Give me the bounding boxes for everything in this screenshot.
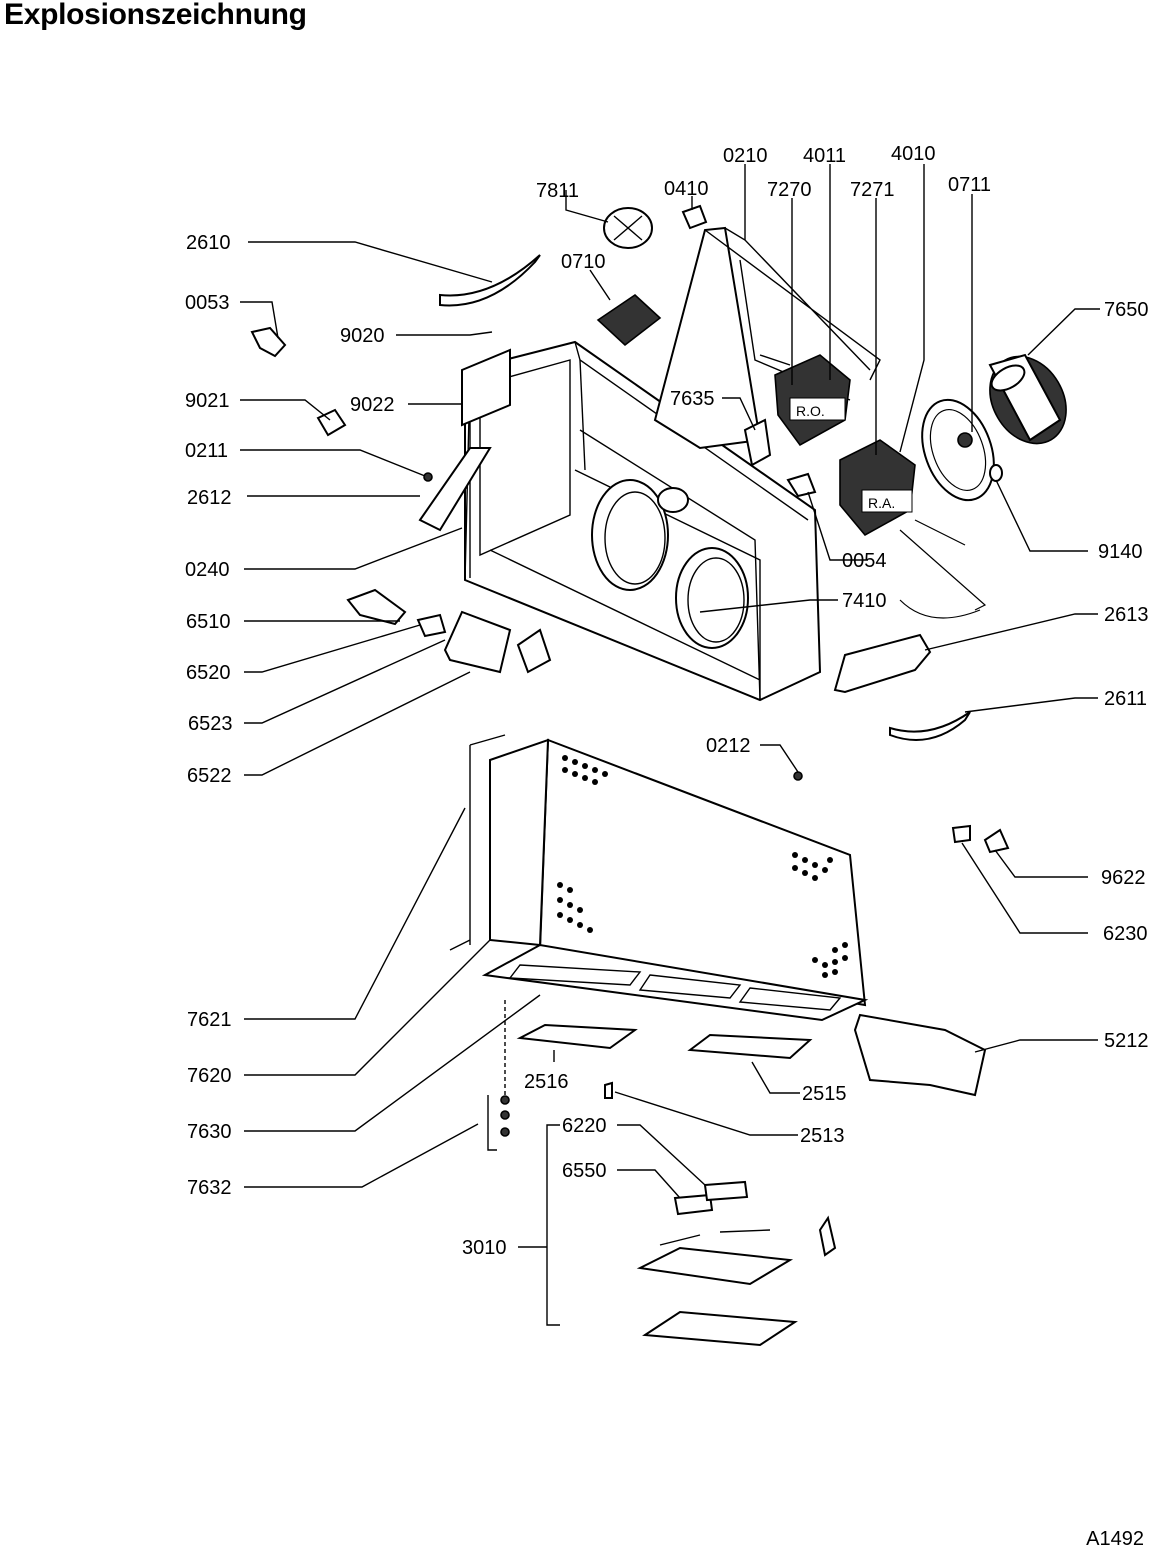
label-6523: 6523	[188, 713, 233, 735]
side-trim-2612	[418, 447, 492, 532]
clip-9622	[983, 828, 1010, 854]
label-2611: 2611	[1104, 688, 1147, 710]
label-7270: 7270	[767, 179, 812, 201]
clip-7635	[743, 418, 772, 467]
label-7630: 7630	[187, 1121, 232, 1143]
label-0410: 0410	[664, 178, 709, 200]
label-4011: 4011	[803, 145, 846, 167]
label-2612: 2612	[187, 487, 232, 509]
label-9622: 9622	[1101, 867, 1146, 889]
label-3010: 3010	[462, 1237, 507, 1259]
label-6510: 6510	[186, 611, 231, 633]
label-9140: 9140	[1098, 541, 1143, 563]
label-6550: 6550	[562, 1160, 607, 1182]
leader-lines	[240, 164, 1100, 1326]
label-6522: 6522	[187, 765, 232, 787]
bracket-6522	[443, 610, 512, 674]
label-2610: 2610	[186, 232, 231, 254]
label-0210: 0210	[723, 145, 768, 167]
label-9021: 9021	[185, 390, 230, 412]
label-2516: 2516	[524, 1071, 569, 1093]
screws-7632	[500, 1095, 510, 1137]
label-0710: 0710	[561, 251, 606, 273]
label-2613: 2613	[1104, 604, 1149, 626]
label-0054: 0054	[842, 550, 887, 572]
label-0240: 0240	[185, 559, 230, 581]
label-9020: 9020	[340, 325, 385, 347]
trim-strip-2610	[439, 254, 541, 307]
label-7410: 7410	[842, 590, 887, 612]
label-2513: 2513	[800, 1125, 845, 1147]
label-4010: 4010	[891, 143, 936, 165]
cover-5212	[853, 1013, 987, 1097]
fan-opening-left	[591, 479, 669, 591]
label-7635: 7635	[670, 388, 715, 410]
label-5212: 5212	[1104, 1030, 1149, 1052]
screw-0211	[423, 472, 433, 482]
grease-filter-2515	[687, 1033, 813, 1060]
connector-6523	[516, 628, 552, 674]
svg-text:R.O.: R.O.	[796, 403, 825, 419]
label-7632: 7632	[187, 1177, 232, 1199]
label-0053: 0053	[185, 292, 230, 314]
label-7811: 7811	[536, 180, 579, 202]
motor-hub	[657, 487, 689, 513]
duct-cover	[653, 226, 762, 450]
label-0711: 0711	[948, 174, 991, 196]
fan-opening-right	[675, 547, 749, 649]
label-7650: 7650	[1104, 299, 1149, 321]
fan-wheel-ra: R.A.	[839, 439, 916, 537]
lamp-6510	[346, 588, 407, 626]
label-6520: 6520	[186, 662, 231, 684]
fan-housing-plate	[899, 519, 987, 611]
svg-text:R.A.: R.A.	[868, 495, 895, 511]
grease-filter-small	[596, 293, 662, 347]
pin-2513	[604, 1081, 613, 1099]
clip-0054	[786, 472, 817, 498]
label-7620: 7620	[187, 1065, 232, 1087]
side-trim-2613	[833, 633, 932, 694]
fan-grille	[921, 398, 995, 502]
label-6220: 6220	[562, 1115, 607, 1137]
bracket-0053	[250, 326, 287, 358]
label-9022: 9022	[350, 394, 395, 416]
fan-wheel-ro: R.O.	[774, 354, 851, 447]
label-6230: 6230	[1103, 923, 1148, 945]
lamp-holder-6520	[416, 613, 447, 638]
carbon-filter	[988, 353, 1067, 445]
label-0212: 0212	[706, 735, 751, 757]
label-2515: 2515	[802, 1083, 847, 1105]
electronics-3010	[636, 1180, 837, 1347]
seal-ring	[603, 207, 653, 249]
grease-filter-2516	[516, 1023, 638, 1050]
lower-housing	[449, 734, 869, 1022]
switch-9022	[461, 348, 511, 427]
label-7271: 7271	[850, 179, 895, 201]
clip-0410	[681, 204, 708, 230]
screw-0212	[793, 771, 803, 781]
label-7621: 7621	[187, 1009, 232, 1031]
nut-9140	[989, 464, 1003, 482]
page-title: Explosionszeichnung	[4, 0, 307, 31]
trim-strip-2611	[889, 711, 971, 741]
switch-6230	[951, 824, 971, 844]
label-0211: 0211	[185, 440, 228, 462]
part-labels: 2610 0053 9020 9021 9022 0211 2612 0240 …	[185, 143, 1149, 1259]
drawing-reference-code: A1492	[1086, 1528, 1144, 1550]
